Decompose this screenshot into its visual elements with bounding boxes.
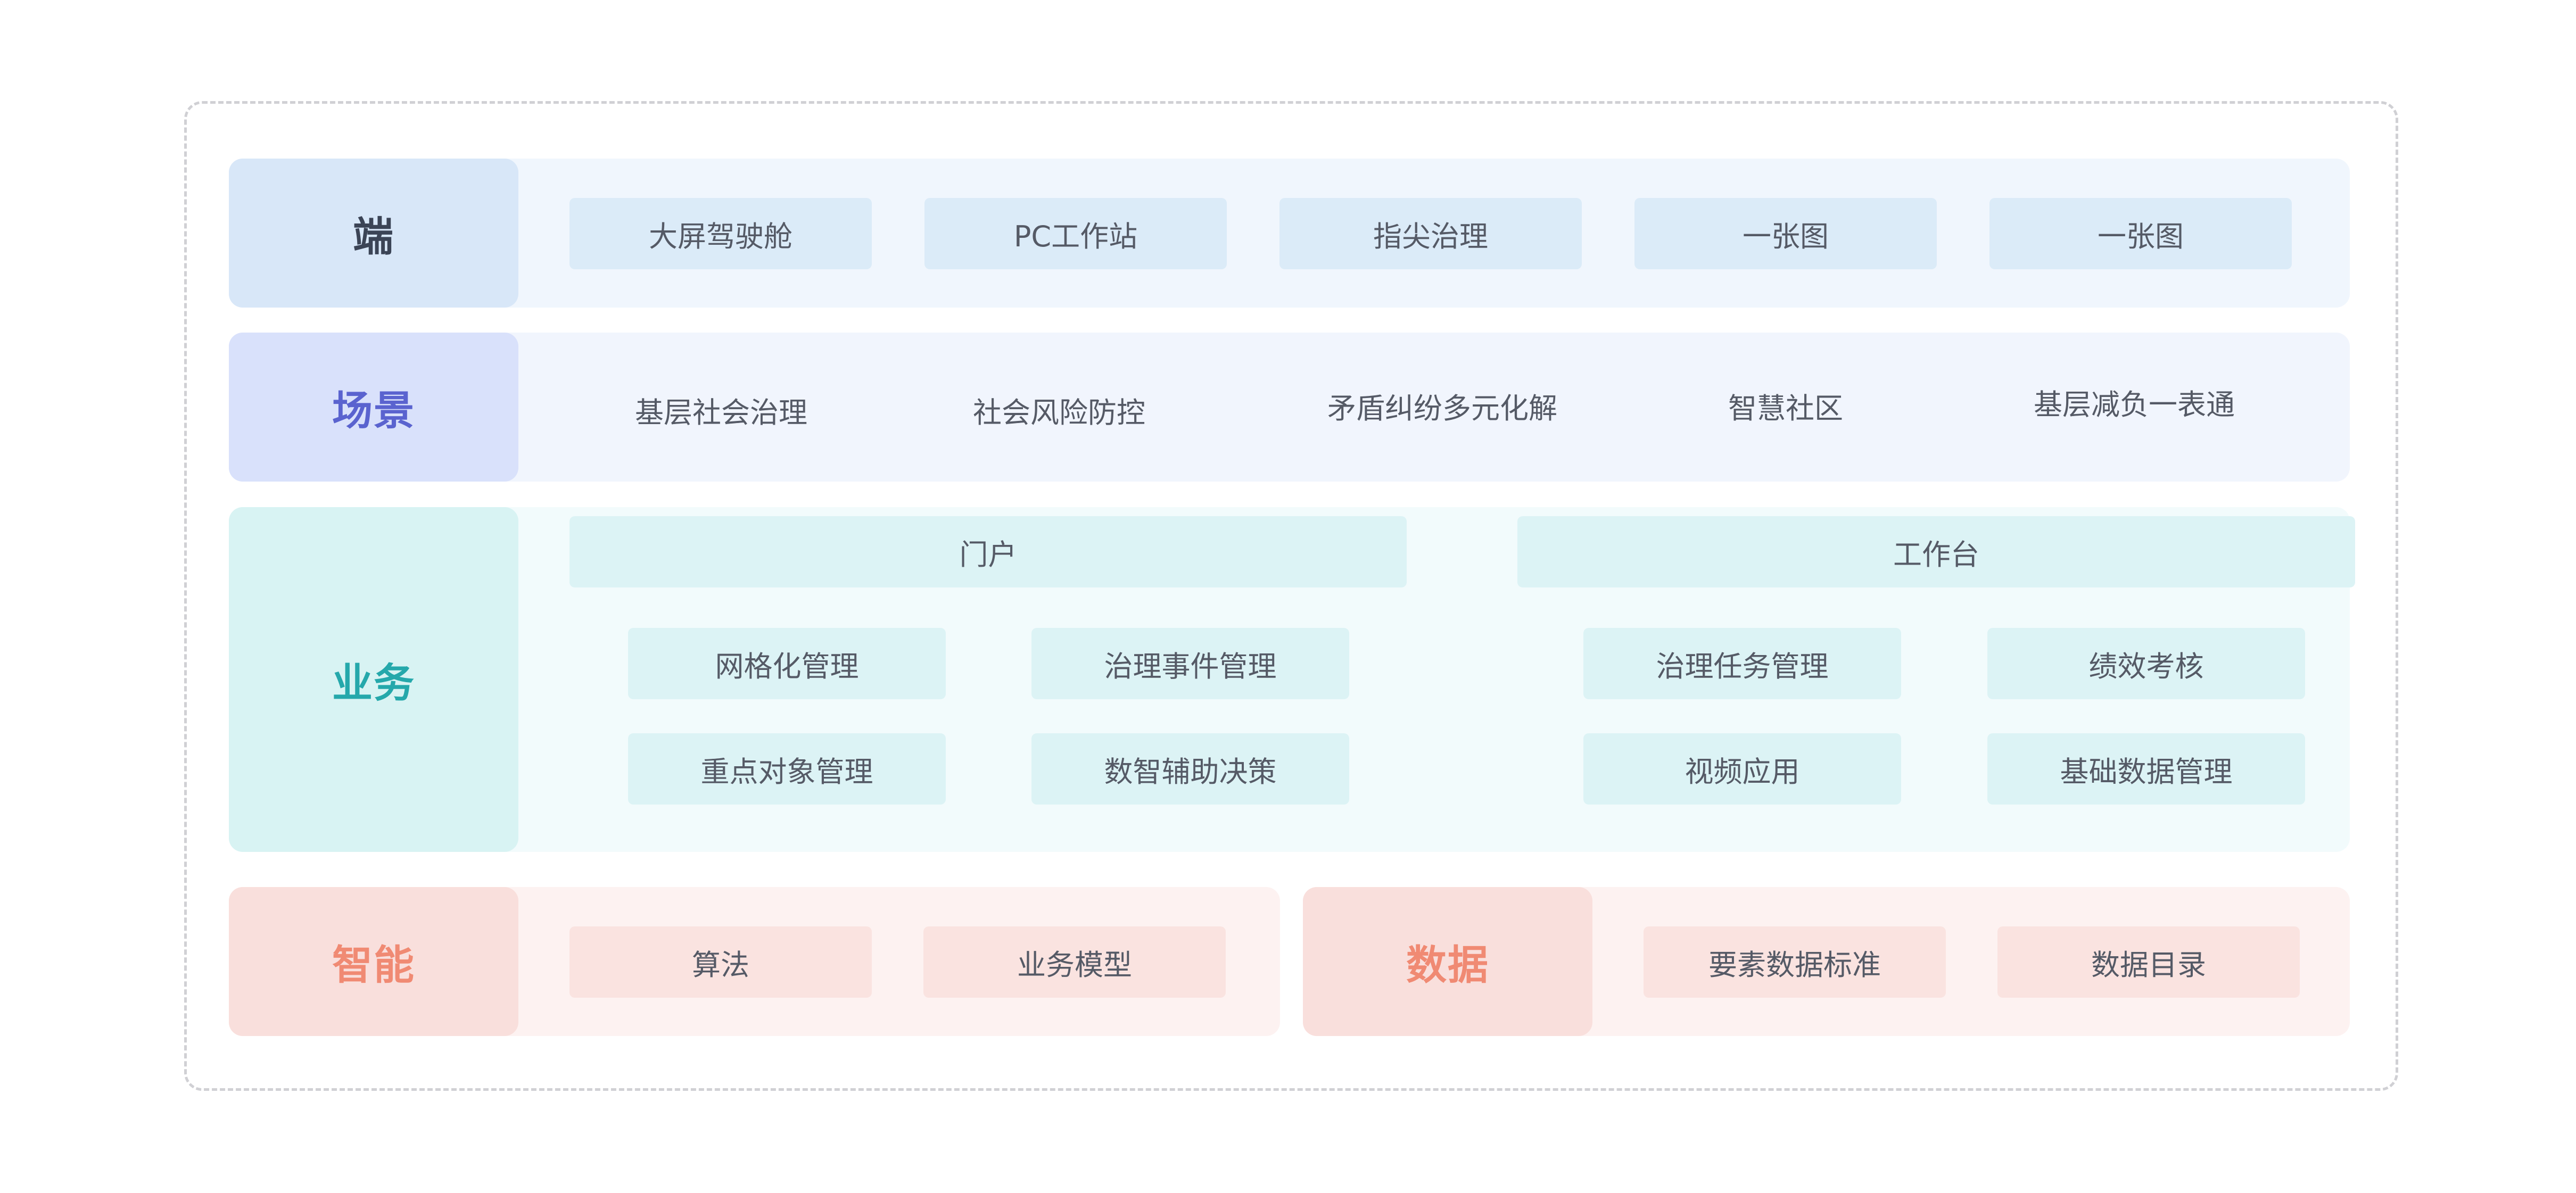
architecture-frame [184,101,2398,1091]
intelligence-item-algorithm[interactable]: 算法 [569,926,872,998]
scene-layer-panel [229,333,2350,482]
terminal-item-big-screen[interactable]: 大屏驾驶舱 [569,198,872,269]
workbench-header[interactable]: 工作台 [1517,516,2355,587]
data-layer-label: 数据 [1303,887,1592,1036]
intelligence-item-business-model[interactable]: 业务模型 [923,926,1226,998]
terminal-item-pc-workstation[interactable]: PC工作站 [924,198,1227,269]
workbench-item-performance[interactable]: 绩效考核 [1987,628,2305,699]
workbench-item-base-data[interactable]: 基础数据管理 [1987,733,2305,805]
terminal-item-fingertip[interactable]: 指尖治理 [1279,198,1582,269]
data-item-element-standard[interactable]: 要素数据标准 [1644,926,1946,998]
portal-item-event-management[interactable]: 治理事件管理 [1031,628,1349,699]
terminal-item-one-map-2[interactable]: 一张图 [1989,198,2292,269]
data-item-catalog[interactable]: 数据目录 [1997,926,2300,998]
intelligence-layer-label: 智能 [229,887,518,1036]
portal-item-grid-management[interactable]: 网格化管理 [628,628,946,699]
terminal-layer-label: 端 [229,159,518,308]
terminal-item-one-map-1[interactable]: 一张图 [1634,198,1937,269]
workbench-item-video[interactable]: 视频应用 [1583,733,1901,805]
scene-item-risk-control: 社会风险防控 [973,395,1145,429]
scene-item-dispute-resolution: 矛盾纠纷多元化解 [1327,391,1557,425]
portal-item-decision-support[interactable]: 数智辅助决策 [1031,733,1349,805]
portal-header[interactable]: 门户 [569,516,1407,587]
scene-item-burden-reduction: 基层减负一表通 [2034,387,2235,421]
workbench-item-task-management[interactable]: 治理任务管理 [1583,628,1901,699]
portal-item-key-objects[interactable]: 重点对象管理 [628,733,946,805]
scene-item-smart-community: 智慧社区 [1728,391,1843,425]
business-layer-label: 业务 [229,507,518,852]
scene-item-grassroots-governance: 基层社会治理 [635,395,807,429]
scene-layer-label: 场景 [229,333,518,482]
